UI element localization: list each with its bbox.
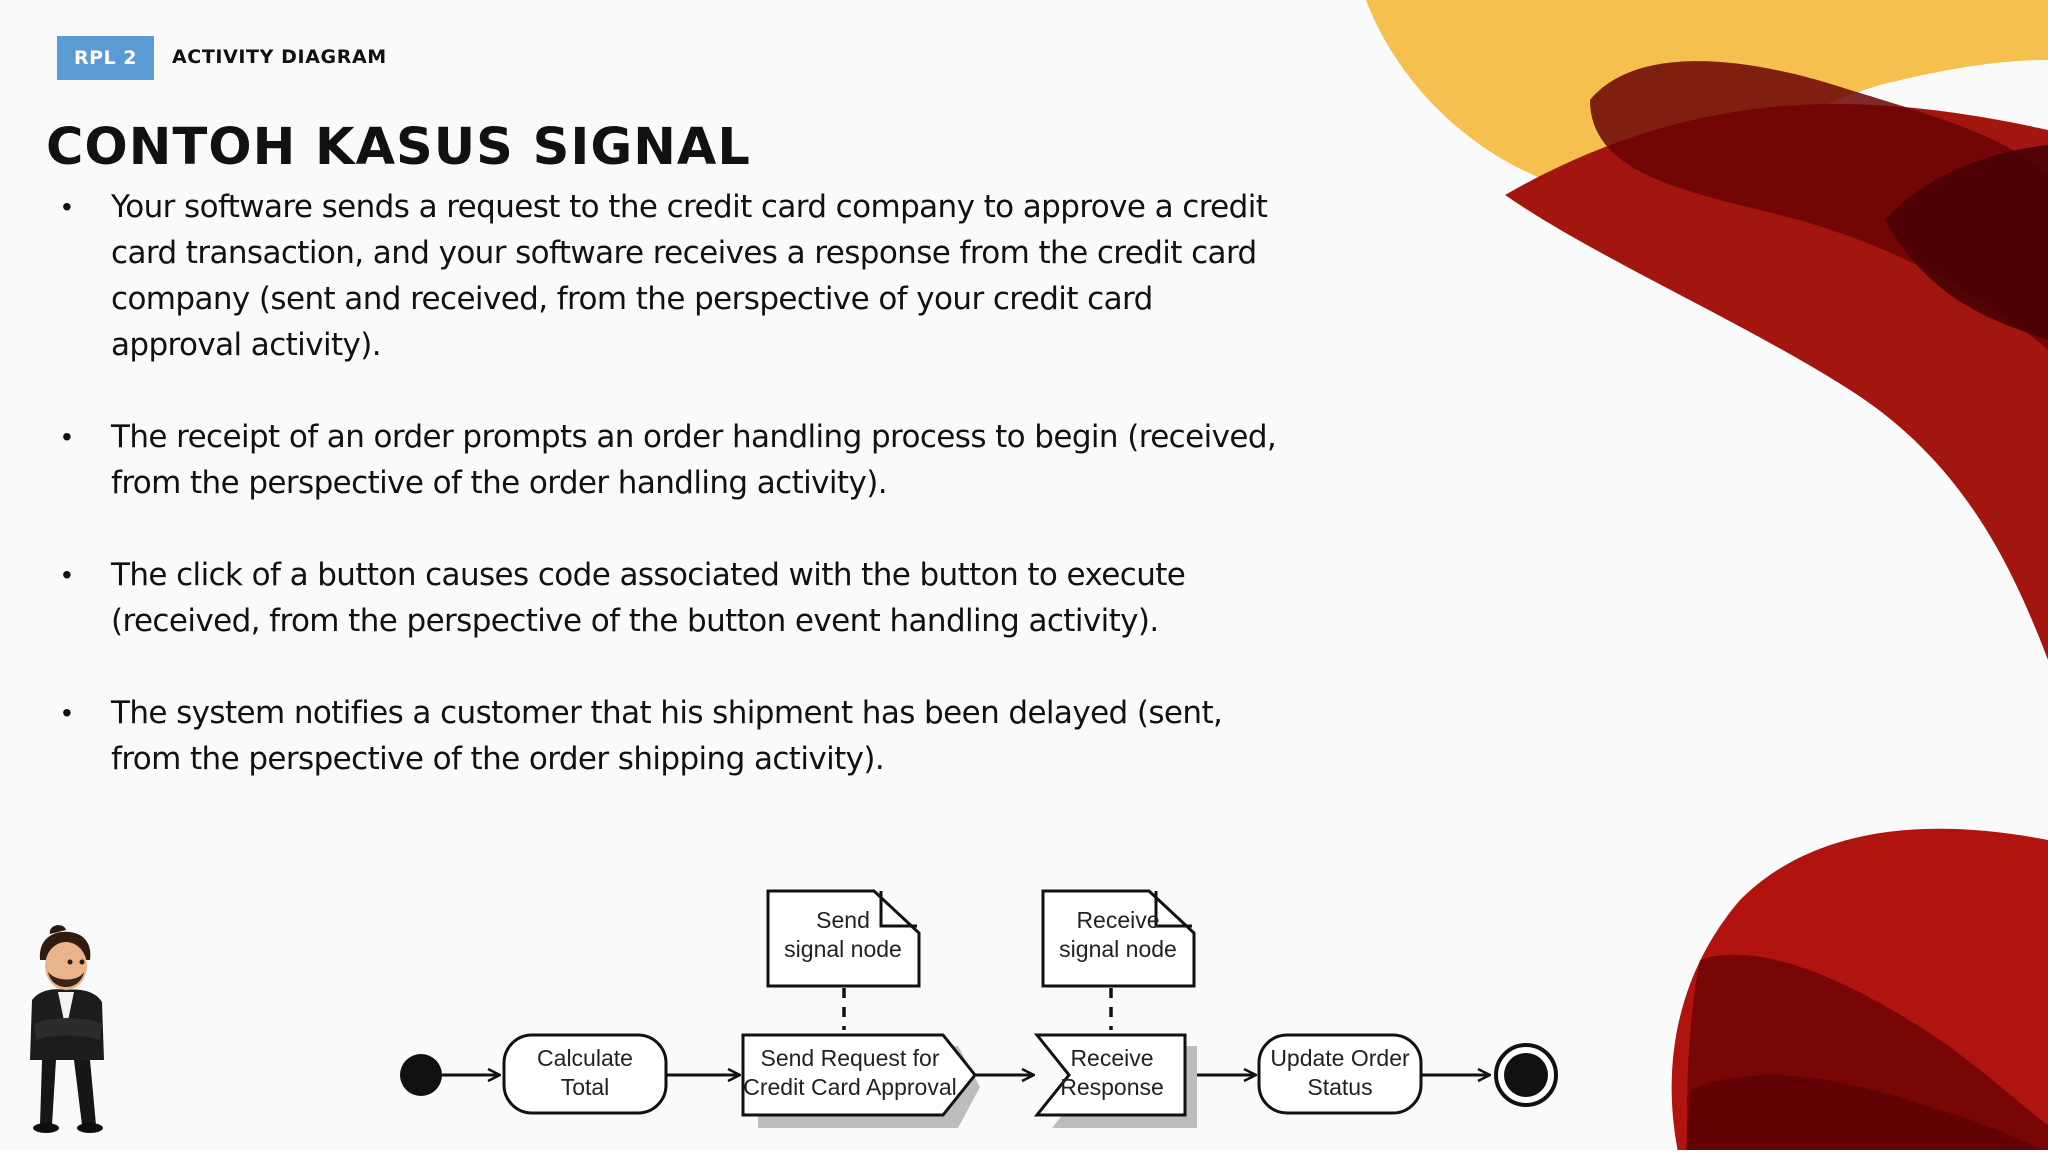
action-label: Status xyxy=(1307,1074,1372,1100)
mascot-shoe xyxy=(77,1123,103,1133)
bullet-text: Your software sends a request to the cre… xyxy=(111,184,1382,368)
bullet-icon: • xyxy=(62,697,72,728)
calculate-total-action: Calculate Total xyxy=(502,1033,668,1115)
note-label: signal node xyxy=(784,936,902,962)
bullet-line: The system notifies a customer that his … xyxy=(111,695,1223,731)
action-label: Update Order xyxy=(1270,1045,1410,1071)
action-label: Total xyxy=(561,1074,610,1100)
note-label: Send xyxy=(816,907,870,933)
mascot-illustration xyxy=(30,925,104,1133)
bullet-line: Your software sends a request to the cre… xyxy=(111,189,1268,225)
deco-darker-wave-top xyxy=(1885,145,2048,340)
mascot-eye xyxy=(79,959,85,965)
bullet-line: card transaction, and your software rece… xyxy=(111,235,1257,271)
bullet-item: • The click of a button causes code asso… xyxy=(62,552,1382,644)
send-signal-note: Send signal node xyxy=(766,889,921,988)
deco-dark-wave-bottom-2 xyxy=(1686,1075,2048,1152)
receive-response-signal-action: Receive Response xyxy=(1033,1033,1197,1128)
mascot-left-leg xyxy=(40,1060,56,1125)
bullet-line: (received, from the perspective of the b… xyxy=(111,603,1159,639)
mascot-hair-bun xyxy=(49,925,66,934)
send-request-signal-action: Send Request for Credit Card Approval xyxy=(741,1033,980,1128)
bullet-text: The click of a button causes code associ… xyxy=(111,552,1382,644)
receive-signal-note: Receive signal node xyxy=(1041,889,1196,988)
bullet-text: The system notifies a customer that his … xyxy=(111,690,1382,782)
bullet-item: • Your software sends a request to the c… xyxy=(62,184,1382,368)
mascot-eye xyxy=(67,959,73,965)
action-label: Send Request for xyxy=(760,1045,939,1071)
action-label: Receive xyxy=(1070,1045,1153,1071)
mascot-shirt xyxy=(58,992,74,1030)
section-label: ACTIVITY DIAGRAM xyxy=(172,46,387,68)
bullet-list: • Your software sends a request to the c… xyxy=(62,184,1382,828)
note-label: Receive xyxy=(1076,907,1159,933)
mascot-right-leg xyxy=(74,1060,96,1125)
bullet-line: The receipt of an order prompts an order… xyxy=(111,419,1277,455)
action-label: Response xyxy=(1060,1074,1164,1100)
bullet-line: company (sent and received, from the per… xyxy=(111,281,1153,317)
bullet-icon: • xyxy=(62,421,72,452)
bullet-icon: • xyxy=(62,559,72,590)
bullet-line: approval activity). xyxy=(111,327,382,363)
activity-diagram: Send signal node Receive signal node Cal… xyxy=(400,889,1558,1128)
deco-dark-wave-top xyxy=(1590,61,2048,351)
mascot-shoe xyxy=(33,1123,59,1133)
bullet-line: from the perspective of the order shippi… xyxy=(111,741,885,777)
update-order-status-action: Update Order Status xyxy=(1257,1033,1423,1115)
bottom-strip xyxy=(0,1150,2048,1152)
mascot-beard xyxy=(48,972,84,987)
bullet-icon: • xyxy=(62,191,72,222)
action-label: Calculate xyxy=(537,1045,633,1071)
mascot-arms xyxy=(34,1018,102,1040)
page-title: CONTOH KASUS SIGNAL xyxy=(46,118,751,177)
start-node xyxy=(400,1054,442,1096)
bullet-item: • The system notifies a customer that hi… xyxy=(62,690,1382,782)
end-node xyxy=(1494,1043,1558,1107)
bullet-item: • The receipt of an order prompts an ord… xyxy=(62,414,1382,506)
course-badge: RPL 2 xyxy=(57,36,154,80)
action-label: Credit Card Approval xyxy=(743,1074,957,1100)
bullet-text: The receipt of an order prompts an order… xyxy=(111,414,1382,506)
bullet-line: The click of a button causes code associ… xyxy=(111,557,1186,593)
bullet-line: from the perspective of the order handli… xyxy=(111,465,888,501)
note-label: signal node xyxy=(1059,936,1177,962)
